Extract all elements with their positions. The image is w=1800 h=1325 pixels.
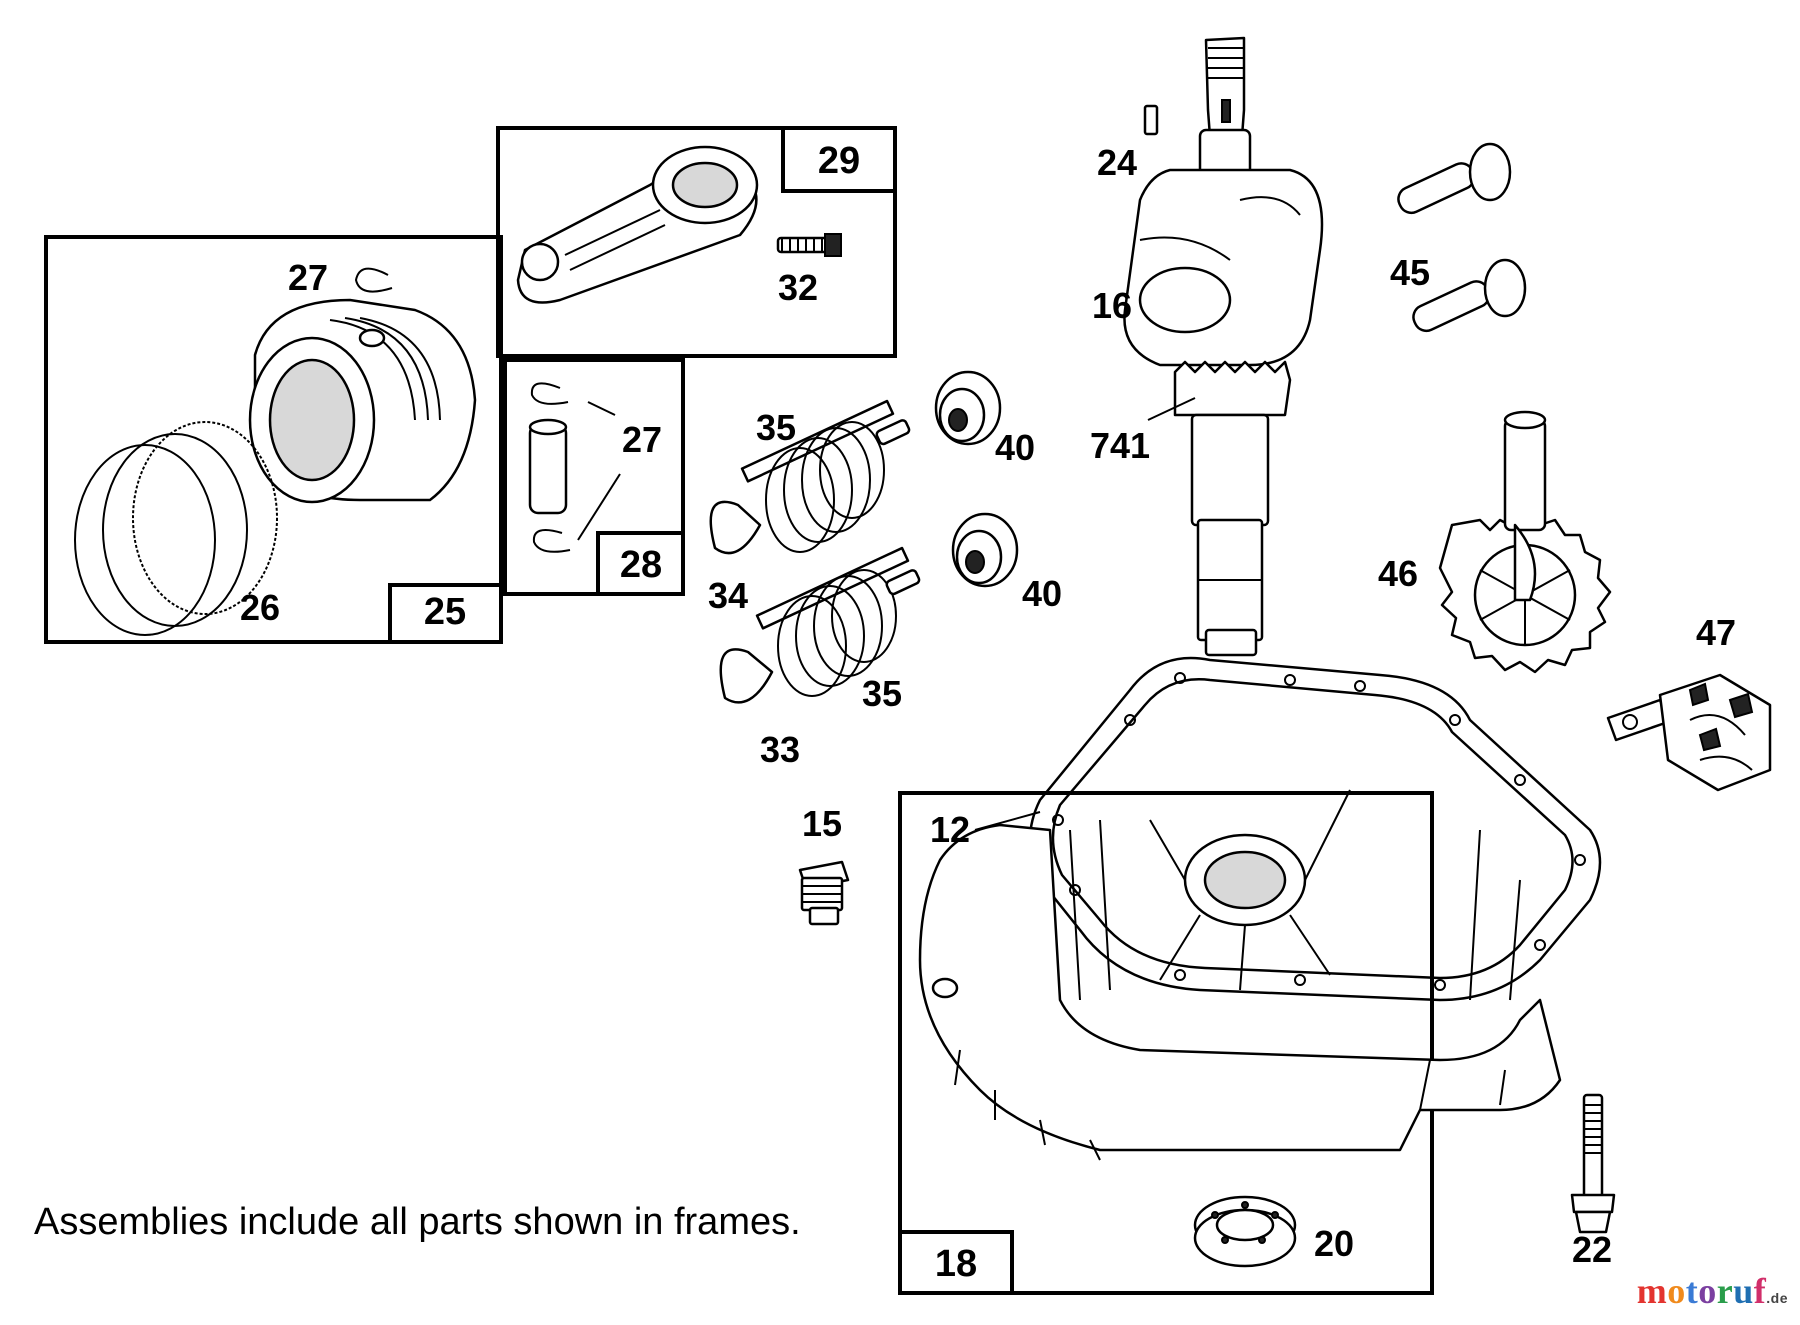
label-40-upper: 40 [995, 427, 1035, 468]
label-26: 26 [240, 587, 280, 628]
piston-pin [528, 418, 568, 515]
oil-plug [798, 860, 850, 926]
label-45: 45 [1390, 252, 1430, 293]
label-40-lower: 40 [1022, 573, 1062, 614]
label-15: 15 [802, 803, 842, 844]
hex-bolt [1570, 1093, 1616, 1234]
valve-seal-upper [934, 370, 1002, 446]
crank-key [1143, 104, 1159, 136]
label-29: 29 [818, 140, 860, 182]
frame-25-piston-assembly: 25 27 26 [44, 235, 503, 644]
camshaft-gear [1438, 410, 1612, 674]
label-12: 12 [930, 809, 970, 850]
label-741: 741 [1090, 425, 1150, 466]
label-24: 24 [1097, 142, 1137, 183]
label-46: 46 [1378, 553, 1418, 594]
frame-29-connecting-rod: 29 32 [496, 126, 897, 358]
retaining-clip [354, 267, 393, 293]
piston-rings [74, 421, 278, 636]
label-16: 16 [1092, 285, 1132, 326]
frame-28-piston-pin: 28 27 [503, 358, 685, 596]
label-32: 32 [778, 267, 818, 308]
label-27: 27 [288, 257, 328, 298]
label-34: 34 [708, 575, 748, 616]
valve-spring-upper [765, 419, 911, 553]
valve-seal-lower [951, 512, 1019, 588]
valve-spring-lower [777, 569, 921, 697]
label-28: 28 [620, 544, 662, 586]
rod-bolt [776, 233, 842, 257]
gasket [1028, 656, 1602, 1002]
pin-lower [1412, 258, 1527, 333]
label-27-pin: 27 [622, 419, 662, 460]
assembly-note: Assemblies include all parts shown in fr… [34, 1201, 801, 1243]
piston [248, 298, 477, 504]
exhaust-valve [709, 399, 895, 555]
oil-seal [1193, 1195, 1297, 1268]
crankshaft [1123, 36, 1324, 657]
label-25: 25 [424, 591, 466, 633]
label-20: 20 [1314, 1223, 1354, 1264]
frame-18-crankcase: 18 12 [898, 656, 1602, 1295]
connecting-rod [516, 145, 759, 304]
valve-train: 35 34 35 33 40 40 [708, 370, 1062, 770]
label-18: 18 [935, 1243, 977, 1285]
label-22: 22 [1572, 1229, 1612, 1270]
pin-upper [1397, 142, 1512, 215]
label-33: 33 [760, 729, 800, 770]
intake-valve [719, 546, 910, 704]
label-35-upper: 35 [756, 407, 796, 448]
label-47: 47 [1696, 612, 1736, 653]
pin-clip-top [530, 382, 569, 405]
watermark-logo: motoruf.de [1636, 1271, 1788, 1311]
crankcase-sump [918, 789, 1562, 1161]
governor-assembly [1606, 673, 1772, 792]
label-35-lower: 35 [862, 673, 902, 714]
pin-clip-bottom [532, 529, 571, 553]
